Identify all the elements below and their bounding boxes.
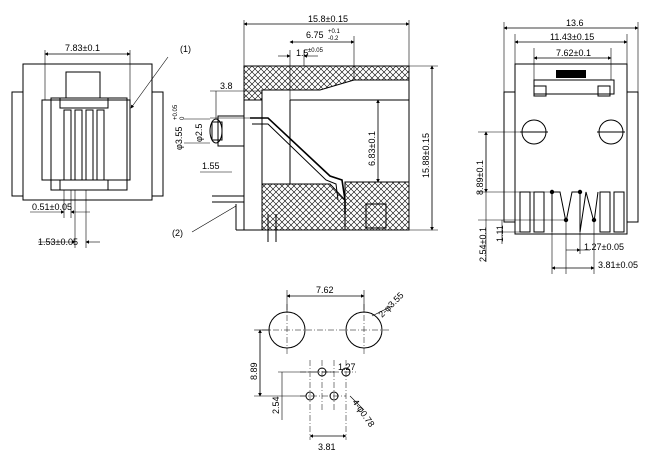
rear-dim-254: 2.54±0.1 <box>478 227 488 262</box>
rear-dim-127: 1.27±0.05 <box>584 242 624 252</box>
side-dim-155: 1.55 <box>202 161 220 171</box>
rear-dim-762: 7.62±0.1 <box>556 48 591 58</box>
fp-dim-381: 3.81 <box>318 442 336 452</box>
fp-dim-889: 8.89 <box>249 362 259 380</box>
front-plug-opening <box>50 97 128 191</box>
side-dim-38: 3.8 <box>220 81 233 91</box>
pcb-footprint: 7.62 2-φ3.55 8.89 1.27 2.54 4-φ0.78 3.81 <box>249 285 406 452</box>
fp-dim-pins: 4-φ0.78 <box>350 397 376 428</box>
side-dim-length: 15.8±0.15 <box>308 14 348 24</box>
svg-text:±0.05: ±0.05 <box>308 48 324 54</box>
rear-right-flange <box>626 91 639 223</box>
side-top-wall <box>243 65 410 101</box>
side-spring-contact <box>250 117 346 214</box>
front-latch-slot <box>65 71 101 99</box>
svg-text:+0.1: +0.1 <box>328 29 341 35</box>
front-latch-step <box>59 97 109 109</box>
front-dim-contact-width: 0.51±0.05 <box>32 202 72 212</box>
rear-dim-111: 1.11 <box>495 225 505 242</box>
fp-dim-254: 2.54 <box>271 396 281 414</box>
front-dim-width: 7.83±0.1 <box>65 43 100 53</box>
rear-dim-381: 3.81±0.05 <box>598 260 638 270</box>
front-dim-pitch: 1.53±0.05 <box>38 237 78 247</box>
side-dim-height: 15.88±0.15 <box>421 133 431 178</box>
side-dim-355: φ3.55 <box>174 127 184 150</box>
side-peg <box>217 115 245 147</box>
front-right-flange <box>151 91 164 197</box>
fp-dim-127: 1.27 <box>338 362 356 372</box>
svg-text:0: 0 <box>180 116 186 120</box>
front-contact-base <box>59 179 109 191</box>
side-dim-675: 6.75 <box>306 30 324 40</box>
contact-4 <box>96 109 105 181</box>
front-left-flange <box>11 91 24 197</box>
rear-dim-1143: 11.43±0.15 <box>550 32 594 42</box>
rear-view: 13.6 11.43±0.15 7.62±0.1 8.89±0.1 2.54±0… <box>475 18 639 274</box>
side-view: 15.8±0.15 6.75 +0.1 -0.2 1.5 ±0.05 3.8 φ… <box>172 14 438 242</box>
front-view: 7.83±0.1 (1) 0.51±0.05 1.53±0.05 <box>11 43 191 248</box>
svg-text:-0.2: -0.2 <box>328 36 339 42</box>
rear-left-flange <box>503 91 516 223</box>
rear-dim-136: 13.6 <box>566 18 584 28</box>
rear-latch-bar <box>556 70 586 78</box>
contact-2 <box>74 109 83 181</box>
svg-text:+0.05: +0.05 <box>173 104 179 120</box>
contact-1 <box>63 109 72 181</box>
contact-3 <box>85 109 94 181</box>
side-dim-15: 1.5 <box>296 48 309 58</box>
fp-dim-holes: 2-φ3.55 <box>376 290 405 319</box>
fp-dim-762: 7.62 <box>316 285 334 295</box>
side-dim-683: 6.83±0.1 <box>367 131 377 166</box>
side-dim-25: φ2.5 <box>194 124 204 142</box>
callout-1: (1) <box>180 44 191 54</box>
side-rear-slot <box>365 203 387 229</box>
side-bottom-wall <box>261 183 346 231</box>
callout-2: (2) <box>172 228 183 238</box>
rear-dim-889: 8.89±0.1 <box>475 160 485 195</box>
side-rear-block <box>344 181 410 231</box>
